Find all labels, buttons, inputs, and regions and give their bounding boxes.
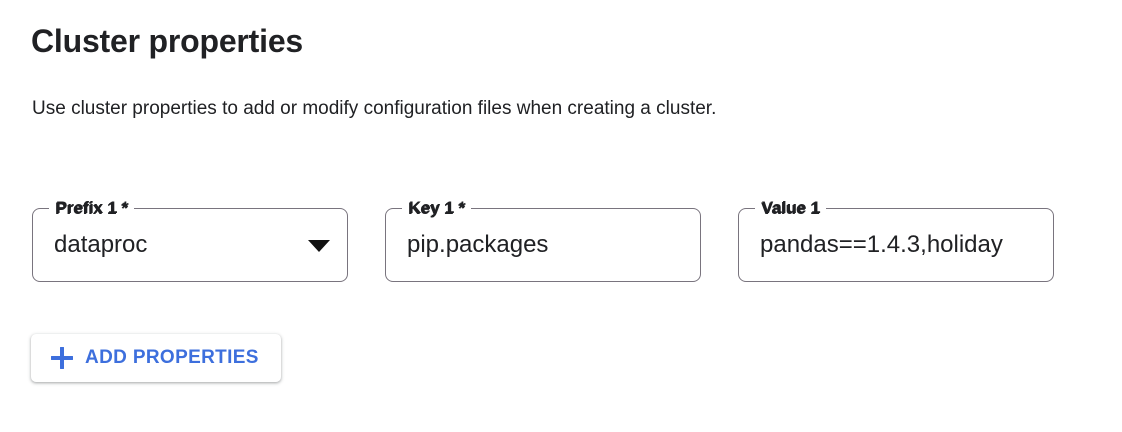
- page-title: Cluster properties: [31, 23, 304, 59]
- key-input[interactable]: pip.packages: [407, 231, 549, 258]
- value-field[interactable]: Value 1 Value 1 pandas==1.4.3,holiday: [738, 198, 1054, 282]
- page-description: Use cluster properties to add or modify …: [32, 98, 717, 119]
- chevron-down-icon[interactable]: [308, 240, 330, 252]
- prefix-select[interactable]: Prefix 1 * Prefix 1 * dataproc: [32, 198, 348, 282]
- plus-icon: [51, 347, 73, 369]
- key-label: Key 1 *: [409, 198, 466, 217]
- value-input[interactable]: pandas==1.4.3,holiday: [760, 231, 1003, 258]
- property-row: Prefix 1 * Prefix 1 * dataproc Key 1 * K…: [0, 195, 1122, 295]
- value-label: Value 1: [762, 198, 821, 217]
- add-properties-button[interactable]: ADD PROPERTIES: [31, 334, 281, 382]
- prefix-selected-value[interactable]: dataproc: [54, 231, 148, 258]
- prefix-label: Prefix 1 *: [56, 198, 129, 217]
- add-properties-button-label: ADD PROPERTIES: [85, 347, 259, 368]
- key-field[interactable]: Key 1 * Key 1 * pip.packages: [385, 198, 701, 282]
